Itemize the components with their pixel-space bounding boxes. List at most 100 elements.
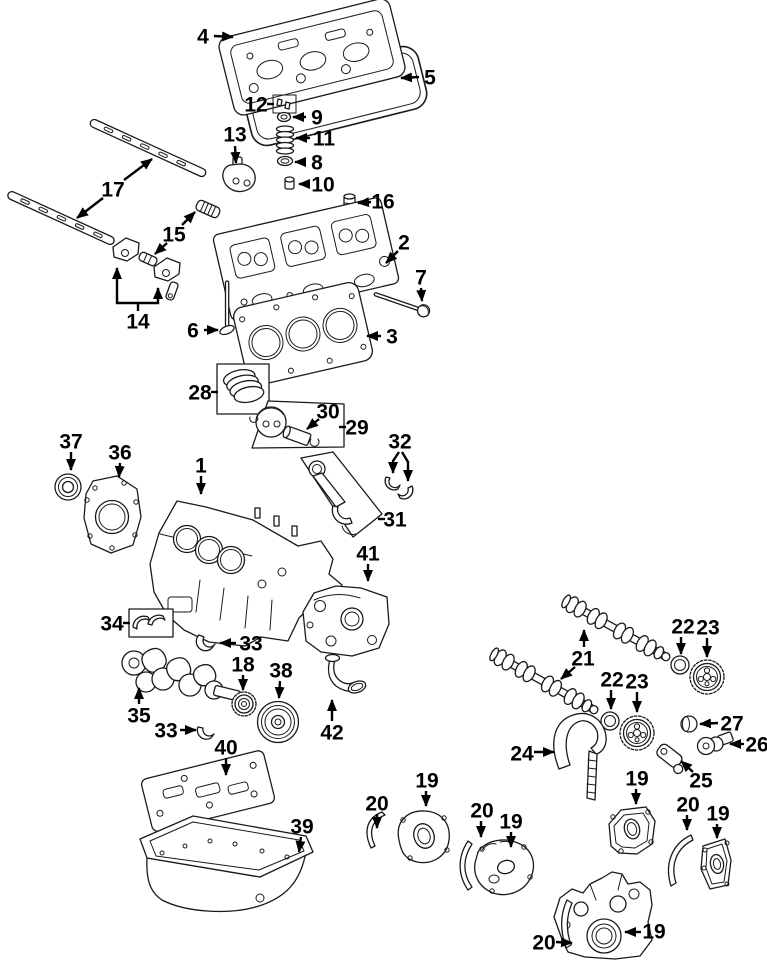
lower-timing-cover-part (553, 871, 653, 960)
callout-label-38: 38 (269, 660, 293, 683)
callout-leader-14 (112, 267, 138, 305)
callout-40: 40 (214, 737, 238, 776)
callout-label-9: 9 (311, 107, 323, 130)
callout-label-10: 10 (311, 174, 334, 197)
callout-label-27: 27 (720, 713, 743, 736)
callout-leader-38 (274, 680, 285, 699)
callout-label-5: 5 (424, 67, 436, 90)
callout-34: 34 (100, 613, 130, 636)
callout-19-c: 19 (706, 803, 730, 839)
callout-label-28: 28 (188, 382, 212, 405)
callout-label-2: 2 (398, 232, 410, 255)
callout-19-b: 19 (499, 811, 523, 848)
callout-label-19-c: 19 (706, 803, 729, 826)
callout-18: 18 (231, 654, 255, 691)
callout-leader-15 (154, 242, 168, 255)
rod-bearings-part (384, 476, 414, 500)
callout-leader-25 (680, 760, 694, 773)
callout-label-19-d: 19 (642, 921, 665, 944)
callout-label-37: 37 (59, 431, 82, 454)
callout-1: 1 (195, 455, 207, 495)
cover-gasket-c-part (667, 834, 694, 887)
callout-3: 3 (366, 326, 398, 349)
camshaft-front-part (561, 594, 671, 662)
callout-leader-7 (416, 287, 427, 302)
callout-leader-20-d (555, 937, 573, 948)
callout-label-20-a: 20 (365, 793, 388, 816)
exhaust-valve-part (373, 292, 431, 318)
callout-leader-36 (114, 462, 125, 478)
callout-label-11: 11 (313, 128, 336, 151)
callout-33-upper: 33 (219, 633, 263, 656)
callout-label-20-c: 20 (676, 794, 699, 817)
callout-label-22-right: 22 (671, 616, 694, 639)
callout-2: 2 (385, 232, 410, 264)
callout-5: 5 (400, 67, 436, 90)
sealing-cap-part (680, 715, 698, 733)
callout-leader-2 (385, 250, 399, 264)
oil-pickup-part (324, 653, 367, 694)
rocker-link-part (165, 281, 179, 301)
lash-adjuster-b-part (138, 251, 158, 267)
crank-pulley-part (256, 700, 300, 744)
callout-leader-39 (295, 836, 306, 853)
callout-16: 16 (357, 191, 395, 214)
callout-label-23-left: 23 (625, 671, 648, 694)
spring-seat-part (276, 155, 294, 167)
callout-leader-17 (123, 158, 153, 181)
callout-6: 6 (187, 320, 219, 343)
piston-rings-part (216, 363, 270, 415)
callout-27: 27 (699, 713, 744, 736)
callout-19-upper: 19 (625, 768, 649, 805)
callout-14: 14 (112, 267, 163, 334)
oil-pan-part (139, 815, 314, 913)
callout-28: 28 (188, 382, 218, 405)
callout-label-19-upper: 19 (625, 768, 648, 791)
callout-label-18: 18 (231, 654, 255, 677)
callout-label-33-lower: 33 (154, 720, 177, 743)
callout-label-42: 42 (320, 722, 343, 745)
callout-label-8: 8 (311, 152, 323, 175)
valve-cover-part (218, 0, 406, 116)
callout-leader-15 (181, 211, 196, 226)
wrist-pin-part (282, 425, 312, 446)
callout-24: 24 (510, 743, 555, 766)
callout-label-21: 21 (571, 648, 595, 671)
callout-label-32: 32 (388, 431, 411, 454)
callout-label-30: 30 (316, 401, 339, 424)
callout-leader-14 (138, 287, 163, 305)
parts-layer (7, 0, 734, 960)
main-bearing-lower-part (196, 726, 215, 740)
callout-leader-4 (213, 31, 234, 42)
rocker-arm-a-part (222, 156, 256, 193)
valve-spring-part (275, 125, 295, 155)
callout-19-d: 19 (624, 921, 666, 944)
callout-label-16: 16 (371, 191, 394, 214)
callout-22-left: 22 (600, 669, 624, 710)
callout-label-19-b: 19 (499, 811, 522, 834)
camshaft-rear-part (489, 647, 599, 715)
cover-gasket-a-part (366, 811, 386, 849)
rocker-shaft-upper-part (89, 118, 207, 178)
callout-label-35: 35 (127, 705, 151, 728)
callout-26: 26 (729, 734, 767, 757)
rear-cover-c-part (700, 838, 732, 890)
rocker-shaft-lower-part (7, 190, 115, 246)
callout-label-29: 29 (345, 417, 368, 440)
callout-label-40: 40 (214, 737, 237, 760)
callout-label-39: 39 (290, 816, 313, 839)
callout-8: 8 (294, 152, 323, 175)
rear-cover-a-part (397, 810, 450, 864)
callout-30: 30 (306, 401, 340, 430)
callout-25: 25 (680, 760, 713, 793)
callout-label-15: 15 (162, 224, 186, 247)
rear-cover-upper-part (608, 806, 656, 855)
cam-sprocket-left-part (619, 715, 655, 751)
callout-20-b: 20 (470, 800, 494, 838)
callout-label-13: 13 (223, 124, 246, 147)
callout-label-22-left: 22 (600, 669, 623, 692)
cam-seal-left-part (600, 711, 620, 731)
callout-17: 17 (76, 158, 153, 219)
callout-label-1: 1 (195, 455, 207, 478)
